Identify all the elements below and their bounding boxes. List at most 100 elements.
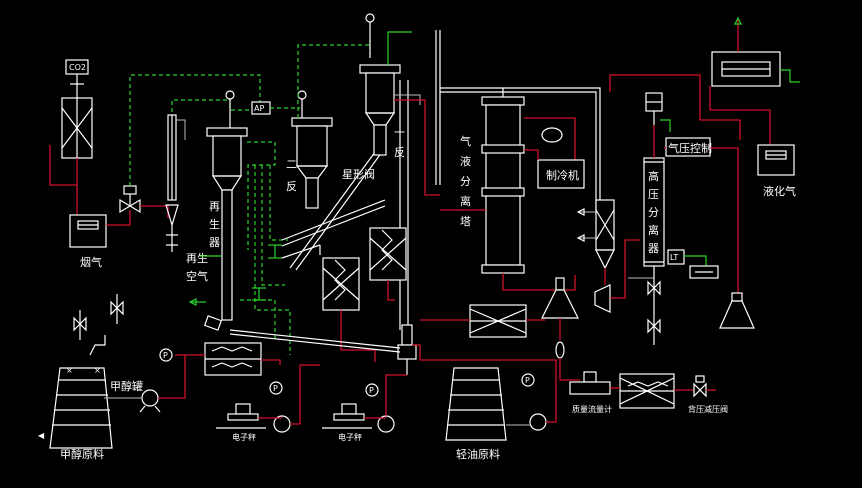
regenerator-label-1: 再 bbox=[209, 200, 220, 213]
sight-glass bbox=[555, 341, 565, 359]
flue-to-valve-line bbox=[106, 210, 131, 226]
gas-liquid-label-2: 液 bbox=[460, 154, 471, 168]
light-oil-pump-outlet bbox=[412, 344, 557, 423]
transfer-valve-b[interactable] bbox=[252, 287, 266, 301]
transfer-valve-a[interactable] bbox=[268, 244, 282, 259]
transfer-loop-b bbox=[254, 165, 291, 355]
hp-sep-label-2: 压 bbox=[648, 188, 659, 201]
transfer-loop-c bbox=[261, 165, 285, 286]
exchanger-1-outlet bbox=[340, 310, 376, 362]
hp-sep-outlet-valve-a[interactable] bbox=[647, 280, 661, 296]
methanol-tank-label: 甲醇罐 bbox=[110, 379, 143, 393]
svg-text:×: × bbox=[66, 366, 73, 375]
gas-liquid-label-1: 气 bbox=[460, 134, 471, 148]
refrigerator-label: 制冷机 bbox=[546, 168, 579, 182]
methanol-feed-tank bbox=[49, 367, 113, 449]
transfer-loop-d bbox=[269, 165, 288, 241]
regen-air-label-2: 空气 bbox=[186, 269, 208, 283]
regenerator-label-2: 生 bbox=[209, 217, 220, 231]
riser-line-1 bbox=[281, 199, 386, 241]
reactor-one-gauge bbox=[365, 13, 375, 23]
svg-text:P: P bbox=[525, 376, 530, 385]
regen-pressure-gauge bbox=[225, 90, 235, 100]
scale-a-label: 电子秤 bbox=[232, 432, 256, 442]
condenser-vent-line bbox=[176, 119, 186, 140]
pump-indicator-b: P bbox=[269, 381, 283, 395]
methanol-heater bbox=[204, 342, 262, 376]
liquefied-gas-label: 液化气 bbox=[763, 184, 796, 198]
reactor-two-gauge bbox=[297, 90, 307, 100]
svg-text:◀: ◀ bbox=[38, 431, 45, 440]
star-valve-label: 星形阀 bbox=[342, 167, 375, 181]
pressure-control-box[interactable] bbox=[665, 137, 711, 157]
analyzer-to-gas-meter bbox=[709, 86, 771, 145]
manual-valve-b[interactable] bbox=[110, 294, 124, 324]
pressure-control-label: 气压控制 bbox=[668, 141, 712, 155]
light-oil-feed-tank bbox=[445, 367, 507, 441]
methanol-pump[interactable] bbox=[139, 389, 161, 413]
refrigerator-unit bbox=[537, 127, 585, 189]
hp-sep-outlet-valve-b[interactable] bbox=[647, 318, 661, 334]
liquefied-gas-meter bbox=[757, 144, 795, 176]
light-oil-pump[interactable] bbox=[529, 413, 547, 431]
tower-overhead-line bbox=[440, 87, 601, 215]
mass-flow-meter-label: 质量流量计 bbox=[572, 404, 612, 414]
heat-exchanger-4 bbox=[619, 373, 675, 409]
svg-text:P: P bbox=[273, 384, 278, 393]
riser-line-3 bbox=[289, 147, 379, 269]
methanol-feed-label: 甲醇原料 bbox=[60, 447, 104, 461]
reactor-one-outlet bbox=[394, 99, 440, 196]
transfer-loop-e bbox=[240, 299, 276, 340]
riser-line-2 bbox=[281, 205, 386, 247]
pressure-ctrl-to-flask bbox=[710, 147, 739, 295]
compressor[interactable] bbox=[594, 284, 611, 313]
regenerator-label-3: 器 bbox=[209, 236, 220, 249]
manual-valve-a[interactable] bbox=[73, 310, 87, 340]
electronic-scale-b bbox=[322, 403, 372, 429]
electronic-scale-a bbox=[216, 403, 266, 429]
control-loop-small bbox=[171, 99, 230, 112]
feed-nozzle bbox=[203, 315, 223, 331]
svg-text:×: × bbox=[94, 366, 101, 375]
regen-air-label: 再生 bbox=[186, 251, 208, 265]
svg-text:P: P bbox=[163, 351, 168, 360]
top-right-analyzer bbox=[711, 51, 781, 87]
reactor-two-label: 二 bbox=[286, 158, 297, 171]
flue-control-valve[interactable] bbox=[119, 185, 141, 214]
co2-loop-line bbox=[49, 145, 78, 186]
heat-exchanger-3 bbox=[469, 304, 527, 338]
level-transmitter[interactable]: LT bbox=[667, 249, 685, 265]
tower-bottom-line bbox=[502, 273, 576, 291]
mass-flow-meter[interactable] bbox=[569, 371, 611, 395]
pump-indicator-d: P bbox=[521, 373, 535, 387]
riser-line-4 bbox=[295, 151, 383, 271]
hp-sep-label-1: 高 bbox=[648, 169, 659, 183]
gas-liquid-label-5: 塔 bbox=[460, 215, 471, 228]
pump-b-outlet bbox=[290, 364, 320, 425]
co2-label: CO2 bbox=[69, 63, 86, 72]
hp-sep-label-4: 离 bbox=[648, 223, 659, 237]
reactor-two-fan-label: 反 bbox=[286, 180, 297, 193]
pump-indicator-a: P bbox=[159, 348, 173, 362]
back-pressure-valve[interactable] bbox=[693, 375, 707, 398]
gas-liquid-label-3: 分 bbox=[460, 175, 471, 188]
liquid-collector-flask bbox=[541, 277, 579, 319]
svg-text:LT: LT bbox=[670, 253, 678, 262]
gas-liquid-sep-tower bbox=[481, 88, 525, 274]
co2-analyzer: CO2 bbox=[61, 59, 93, 159]
svg-text:P: P bbox=[369, 386, 374, 395]
flue-gas-meter bbox=[69, 214, 107, 248]
flue-gas-label: 烟气 bbox=[80, 255, 102, 269]
reactor-two-top-dashed bbox=[297, 35, 371, 118]
transfer-loop-a bbox=[247, 141, 276, 250]
heat-exchanger-1 bbox=[322, 257, 360, 311]
hp-sep-label-3: 分 bbox=[648, 206, 659, 219]
pump-c-outlet bbox=[385, 374, 407, 416]
tower-refrig-line bbox=[524, 117, 576, 165]
ap-label: AP bbox=[254, 104, 264, 113]
scale-b-label: 电子秤 bbox=[338, 432, 362, 442]
valve-to-filter-line bbox=[140, 205, 169, 218]
reactor-one-vessel bbox=[359, 13, 401, 156]
central-feed-separator bbox=[397, 324, 417, 375]
